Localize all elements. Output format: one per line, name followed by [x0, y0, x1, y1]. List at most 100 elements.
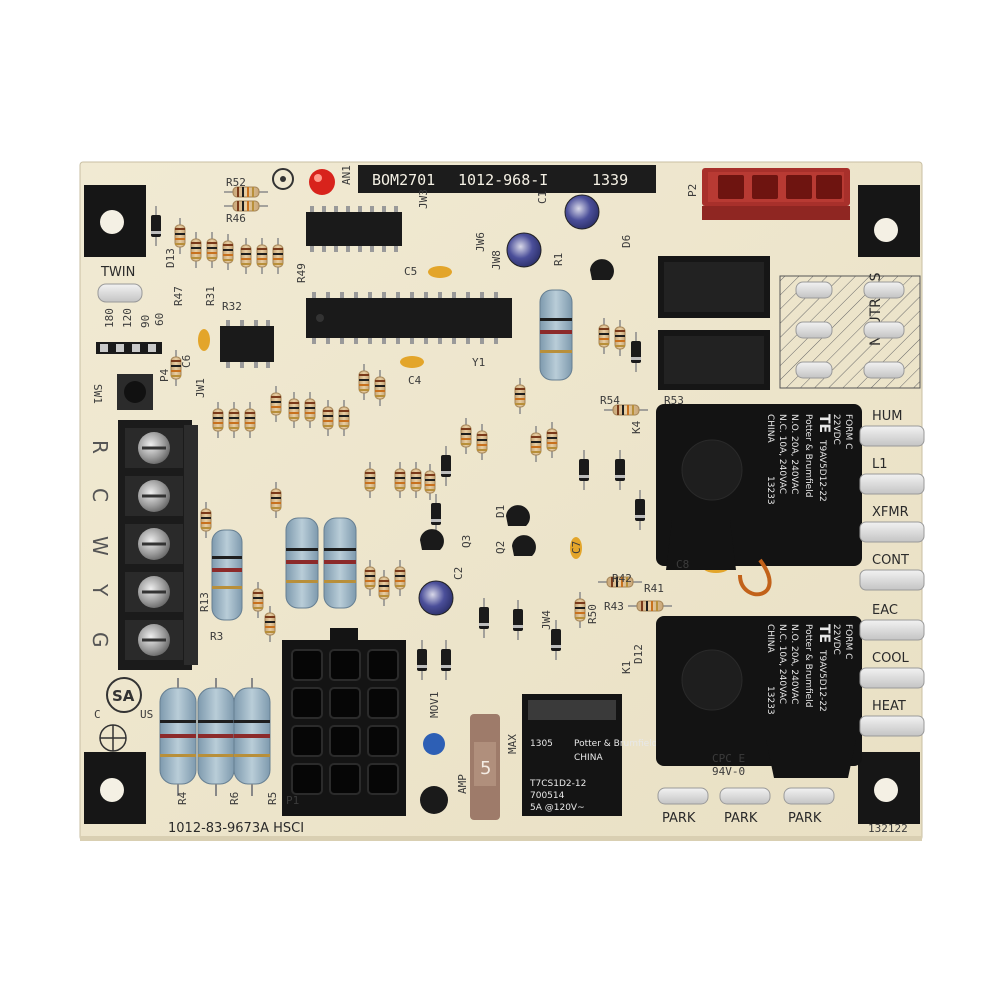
relay-k1: 1305 Potter & Brumfield CHINA T7CS1D2-12…	[522, 694, 657, 816]
signal-resistors	[170, 186, 712, 642]
svg-text:1305: 1305	[530, 739, 553, 749]
board-part-number: 1012-83-9673A HSCI	[168, 821, 304, 836]
resistor	[598, 576, 642, 588]
svg-text:R46: R46	[226, 212, 246, 225]
svg-text:R1: R1	[552, 253, 565, 266]
resistor	[270, 482, 282, 518]
svg-text:US: US	[140, 708, 153, 721]
diode	[615, 450, 625, 490]
svg-text:FORM C: FORM C	[843, 624, 853, 659]
park-terminal[interactable]: PARK	[657, 787, 709, 826]
svg-text:D12: D12	[632, 644, 645, 664]
csa-certification-logo: SA US C	[94, 677, 153, 721]
svg-text:Q3: Q3	[460, 535, 473, 548]
svg-text:TE: TE	[816, 414, 832, 433]
thermostat-terminal-block[interactable]	[118, 420, 198, 670]
cpc-mark: CPC E	[712, 752, 745, 765]
spade-terminal-label: L1	[872, 457, 888, 472]
spade-terminal-eac[interactable]: EAC	[859, 603, 925, 641]
relay-k4-large: TE T9AV5D12-22 Potter & Brumfield N.O. 2…	[656, 404, 862, 570]
svg-text:N.C. 10A, 240VAC: N.C. 10A, 240VAC	[777, 414, 787, 494]
svg-text:JW6: JW6	[474, 232, 487, 252]
diode	[441, 640, 451, 680]
svg-text:CHINA: CHINA	[765, 624, 775, 653]
twin-terminal[interactable]: TWIN	[97, 265, 143, 303]
fuse-5amp[interactable]: 5 AMP MAX	[456, 714, 519, 820]
svg-text:Potter & Brumfield: Potter & Brumfield	[803, 414, 813, 497]
resistor	[212, 402, 224, 438]
diode	[441, 446, 451, 486]
svg-text:P2: P2	[686, 184, 699, 197]
svg-text:5A @120V~: 5A @120V~	[530, 803, 585, 813]
svg-text:R54: R54	[600, 394, 620, 407]
park-terminal-label: PARK	[788, 811, 822, 826]
svg-text:T7CS1D2-12: T7CS1D2-12	[529, 779, 586, 789]
jumper-wire	[738, 558, 772, 597]
silkscreen-references: R52 R46 D13 R47 R31 R32 JW3 C1 C5 JW6 JW…	[158, 176, 689, 807]
ic-u1-microcontroller	[306, 292, 512, 344]
resistor	[476, 424, 488, 460]
svg-text:C1: C1	[536, 191, 549, 204]
resistor	[378, 570, 390, 606]
resistor	[304, 392, 316, 428]
blower-delay-selector[interactable]: 180 120 90 60	[96, 308, 166, 354]
spade-terminal-cont[interactable]: CONT	[859, 553, 925, 591]
svg-text:MAX: MAX	[506, 734, 519, 754]
svg-text:60: 60	[153, 313, 166, 326]
resistor	[394, 560, 406, 596]
spade-terminal-hum[interactable]: HUM	[859, 409, 925, 447]
p1-main-connector	[282, 628, 406, 816]
svg-text:JW1: JW1	[194, 378, 207, 398]
spade-terminal-label: XFMR	[872, 505, 909, 520]
resistor	[598, 318, 610, 354]
svg-text:TWIN: TWIN	[100, 265, 135, 280]
resistor	[206, 232, 218, 268]
svg-text:D6: D6	[620, 235, 633, 248]
spade-terminal-xfmr[interactable]: XFMR	[859, 505, 925, 543]
spade-terminal-label: HEAT	[872, 699, 906, 714]
svg-text:R3: R3	[210, 630, 223, 643]
svg-text:N.C. 10A, 240VAC: N.C. 10A, 240VAC	[777, 624, 787, 704]
svg-text:C8: C8	[676, 558, 689, 571]
svg-text:R53: R53	[664, 394, 684, 407]
spade-terminal-heat[interactable]: HEAT	[859, 699, 925, 737]
status-led: AN1	[309, 165, 353, 195]
resistor	[424, 464, 436, 500]
park-terminal[interactable]: PARK	[719, 787, 771, 826]
resistor	[614, 320, 626, 356]
park-terminals[interactable]: PARK PARK PARK	[657, 787, 835, 826]
svg-text:Q2: Q2	[494, 541, 507, 554]
resistor	[410, 462, 422, 498]
resistor	[604, 404, 648, 416]
resistor	[546, 422, 558, 458]
resistor	[338, 400, 350, 436]
sw1-test-switch[interactable]: SW1	[91, 374, 153, 410]
neutral-terminals[interactable]	[795, 281, 905, 379]
svg-text:C: C	[94, 708, 101, 721]
ic-u2	[306, 206, 402, 252]
terminal-label-w: W	[88, 536, 112, 556]
terminal-label-y: Y	[88, 583, 112, 597]
svg-text:R13: R13	[198, 592, 211, 612]
resistor	[270, 386, 282, 422]
diode	[513, 600, 523, 640]
svg-text:Potter & Brumfield: Potter & Brumfield	[574, 739, 657, 749]
resistor	[322, 400, 334, 436]
power-resistors-bottom: R4 R6 R5	[159, 678, 279, 805]
svg-text:C7: C7	[570, 541, 583, 554]
svg-text:R4: R4	[176, 791, 189, 805]
spade-terminal-label: HUM	[872, 409, 903, 424]
svg-text:R50: R50	[586, 604, 599, 624]
svg-text:R31: R31	[204, 286, 217, 306]
svg-text:SW1: SW1	[91, 384, 104, 404]
svg-text:T9AV5D12-22: T9AV5D12-22	[817, 649, 827, 712]
svg-text:N.O. 20A, 240VAC: N.O. 20A, 240VAC	[789, 414, 799, 494]
spade-terminal-cool[interactable]: COOL	[859, 651, 925, 689]
park-terminal[interactable]: PARK	[783, 787, 835, 826]
svg-text:R52: R52	[226, 176, 246, 189]
resistor	[364, 560, 376, 596]
spade-terminal-l1[interactable]: L1	[859, 457, 925, 495]
diode	[631, 332, 641, 372]
park-terminal-label: PARK	[724, 811, 758, 826]
